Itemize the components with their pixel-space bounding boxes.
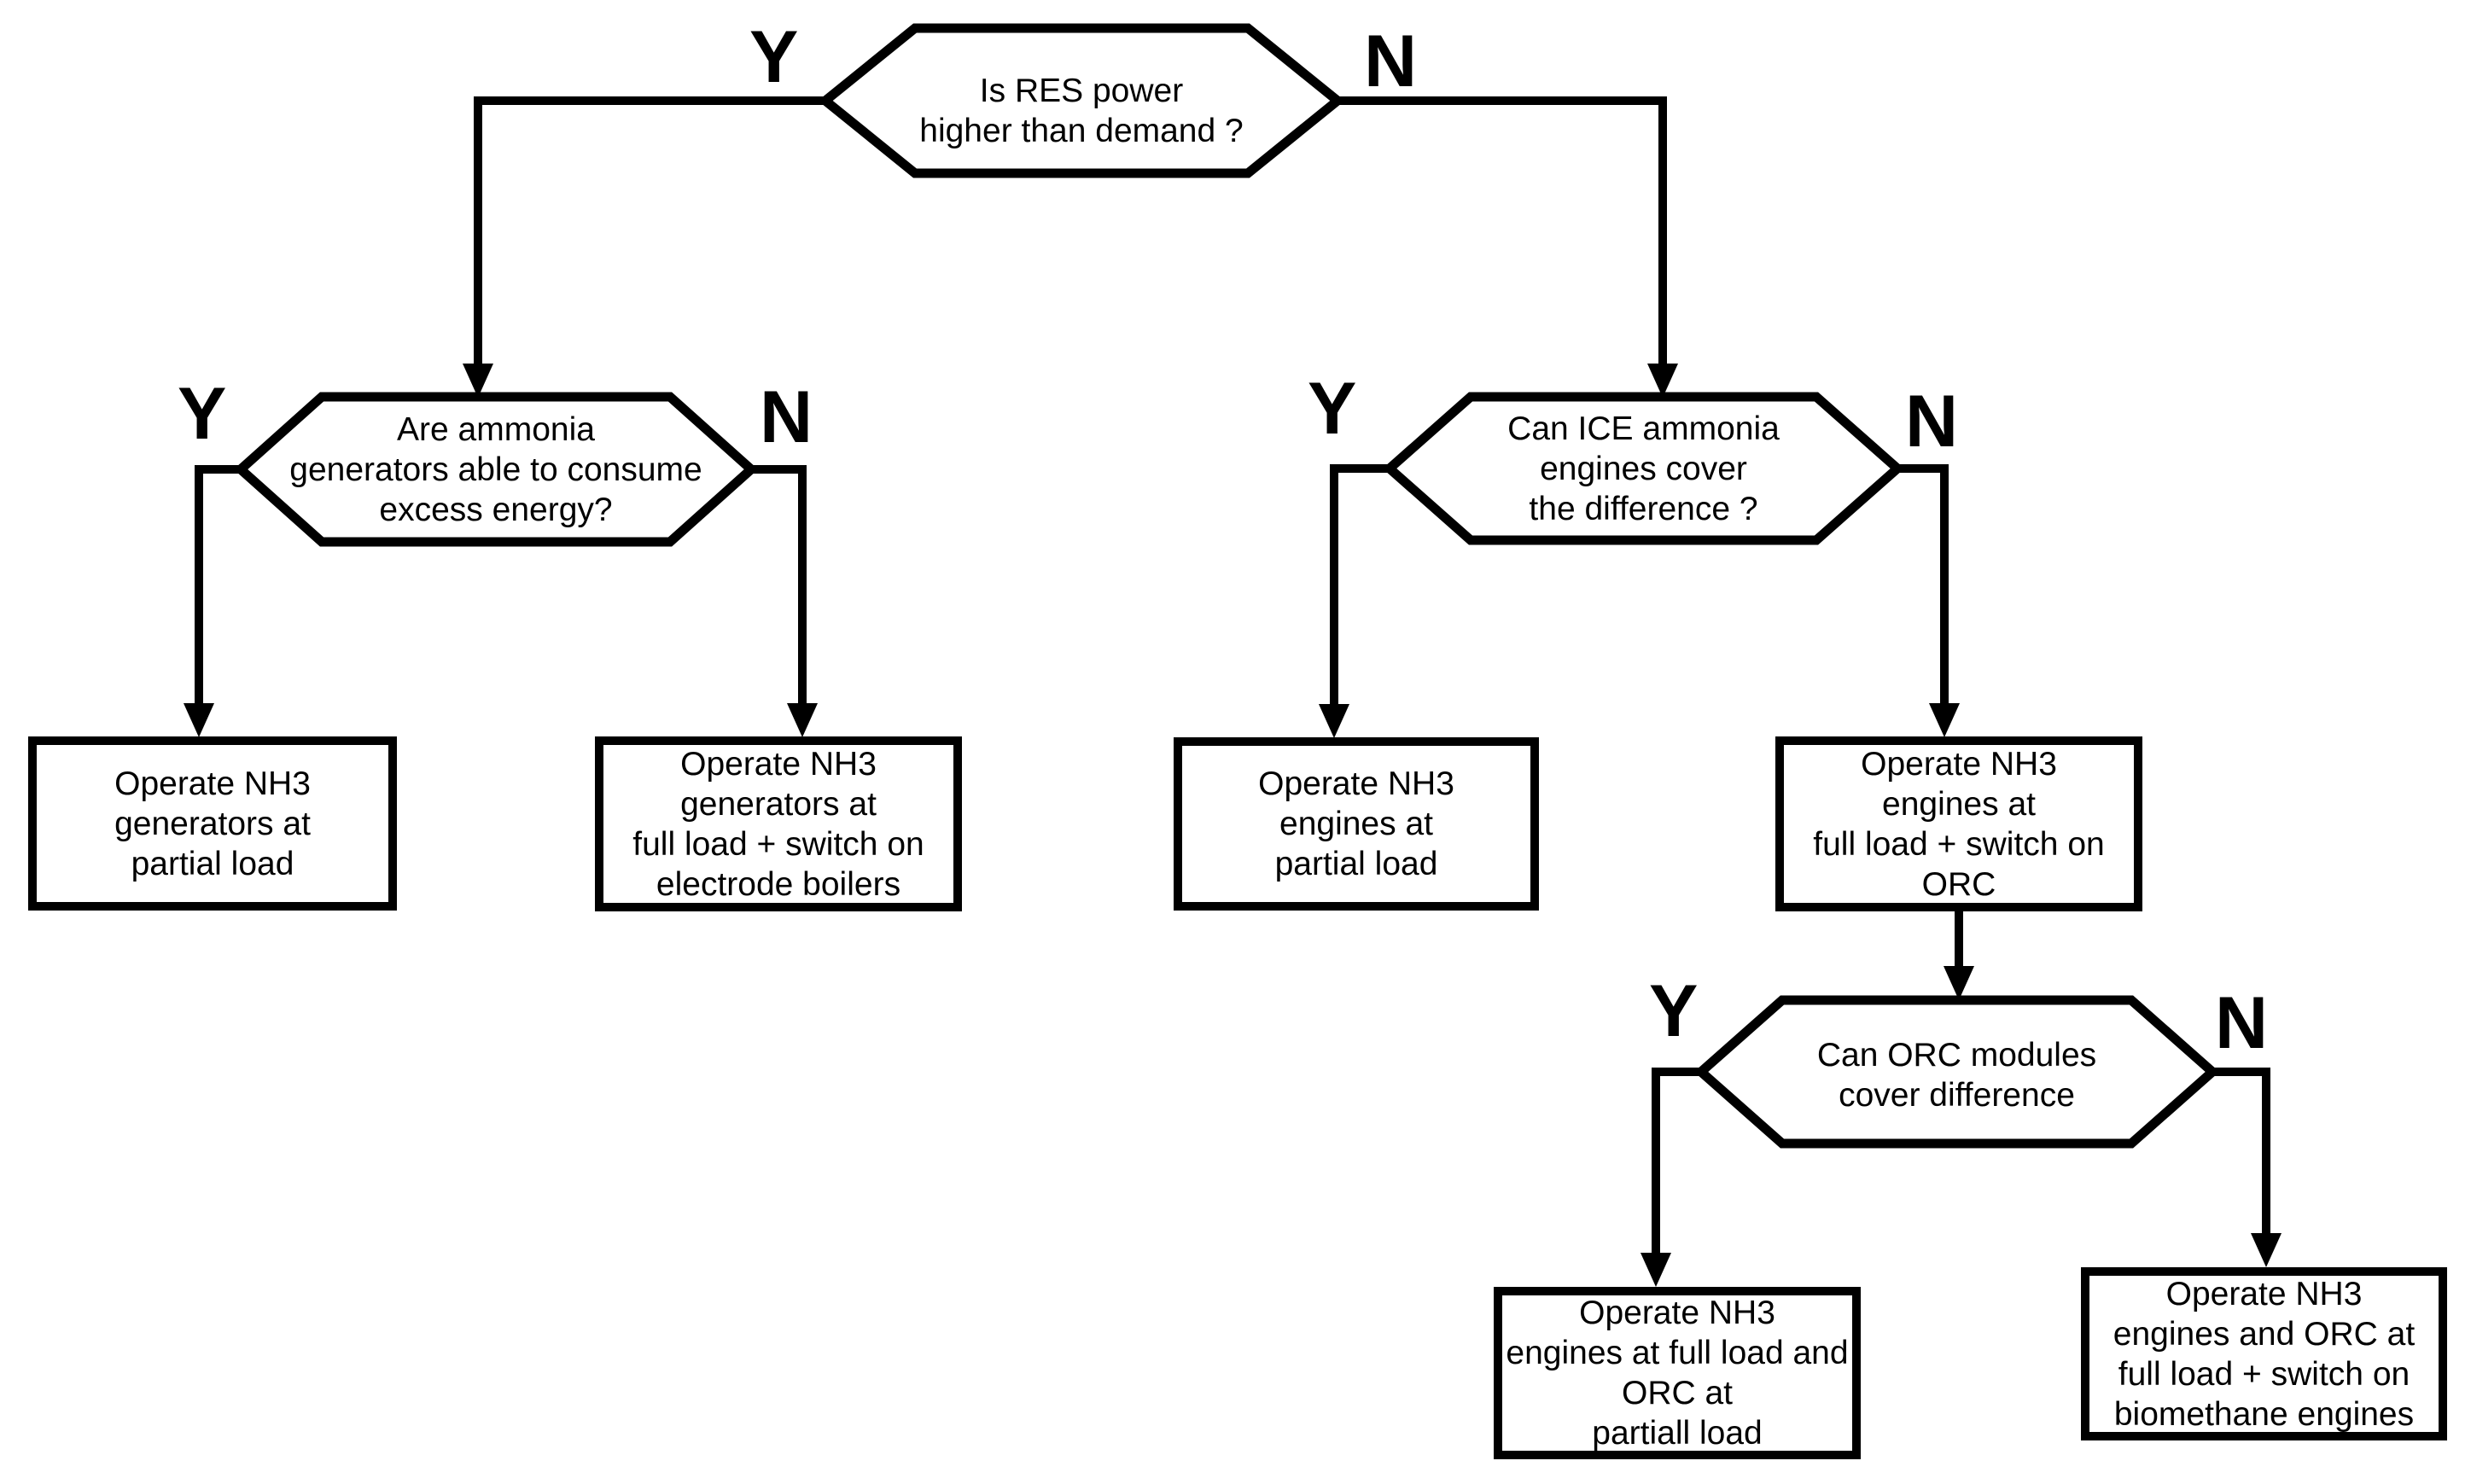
action-line: electrode boilers: [656, 865, 901, 903]
action-line: Operate NH3: [1579, 1295, 1775, 1331]
decision-text-orc-modules: Can ORC modules cover difference: [1701, 1007, 2212, 1144]
action-line: engines at: [1882, 785, 2036, 823]
action-box-engines-orc-full-biomethane: Operate NH3 engines and ORC at full load…: [2081, 1267, 2447, 1440]
action-line: Operate NH3: [2165, 1275, 2363, 1312]
decision-line: Can ORC modules: [1816, 1037, 2097, 1074]
action-box-engines-full-orc-partial: Operate NH3 engines at full load and ORC…: [1494, 1287, 1861, 1459]
action-box-generators-partial-load: Operate NH3 generators at partial load: [28, 736, 397, 911]
action-line: generators at: [680, 785, 877, 823]
label-yes-d1: Y: [749, 16, 799, 98]
arrowhead-into-a2: [787, 703, 818, 737]
label-no-d4: N: [2215, 982, 2269, 1064]
arrowhead-into-a4: [1929, 703, 1960, 737]
connector-d2-yes: [195, 465, 241, 705]
arrowhead-into-a6: [2251, 1233, 2282, 1267]
action-line: partial load: [131, 845, 294, 882]
action-box-engines-partial-load: Operate NH3 engines at partial load: [1174, 737, 1539, 911]
label-no-d1: N: [1364, 20, 1418, 102]
connector-d1-yes: [474, 96, 825, 365]
action-box-engines-full-load-orc: Operate NH3 engines at full load + switc…: [1775, 736, 2142, 911]
connector-d1-no: [1337, 96, 1667, 365]
label-no-d2: N: [760, 376, 813, 458]
action-line: Operate NH3: [114, 765, 311, 802]
action-line: full load + switch on: [632, 825, 924, 863]
action-line: full load + switch on: [1813, 825, 2105, 863]
action-box-generators-full-load-electrode-boilers: Operate NH3 generators at full load + sw…: [595, 736, 962, 911]
connector-d2-no: [751, 465, 807, 705]
decision-line: generators able to consume: [289, 451, 702, 488]
connector-d4-no: [2212, 1068, 2270, 1235]
decision-text-ammonia-generators: Are ammonia generators able to consume e…: [241, 397, 751, 542]
decision-hexagon-ice-engines: [1382, 392, 1905, 545]
decision-line: Are ammonia: [397, 410, 595, 448]
connector-d3-yes: [1330, 464, 1390, 706]
arrowhead-into-d2: [463, 364, 493, 398]
action-line: engines and ORC at: [2113, 1315, 2416, 1353]
action-line: generators at: [114, 805, 311, 842]
decision-hexagon-ammonia-generators: [233, 392, 759, 547]
decision-text-res-power: Is RES power higher than demand ?: [825, 38, 1337, 183]
action-line: partiall load: [1592, 1415, 1763, 1452]
label-yes-d3: Y: [1308, 368, 1357, 450]
action-line: ORC at: [1621, 1375, 1734, 1411]
action-line: ORC: [1921, 865, 1996, 903]
decision-line: the difference ?: [1529, 490, 1758, 527]
action-line: Operate NH3: [680, 745, 877, 783]
action-line: biomethane engines: [2113, 1395, 2415, 1433]
decision-hexagon-orc-modules: [1693, 995, 2220, 1149]
connector-d3-no: [1897, 464, 1949, 705]
decision-line: cover difference: [1839, 1077, 2075, 1114]
connector-d4-yes: [1652, 1068, 1701, 1254]
action-line: engines at full load and: [1506, 1335, 1849, 1371]
label-no-d3: N: [1905, 381, 1959, 463]
decision-hexagon-res-power: [818, 23, 1345, 178]
arrowhead-into-a5: [1641, 1253, 1671, 1287]
action-line: Operate NH3: [1258, 765, 1454, 802]
action-line: full load + switch on: [2118, 1355, 2410, 1393]
decision-line: higher than demand ?: [919, 113, 1244, 149]
decision-line: engines cover: [1540, 450, 1747, 487]
decision-line: Is RES power: [979, 73, 1184, 109]
label-yes-d2: Y: [178, 373, 227, 455]
action-line: partial load: [1274, 846, 1438, 882]
label-yes-d4: Y: [1649, 970, 1699, 1052]
arrowhead-into-a1: [184, 703, 214, 737]
arrowhead-into-a3: [1319, 704, 1349, 738]
arrowhead-into-d4: [1944, 966, 1974, 1000]
arrowhead-into-d3: [1647, 364, 1678, 398]
action-line: Operate NH3: [1861, 745, 2057, 783]
decision-line: Can ICE ammonia: [1507, 410, 1780, 447]
action-line: engines at: [1279, 806, 1433, 842]
decision-text-ice-engines: Can ICE ammonia engines cover the differ…: [1390, 397, 1897, 540]
decision-line: excess energy?: [379, 491, 613, 528]
